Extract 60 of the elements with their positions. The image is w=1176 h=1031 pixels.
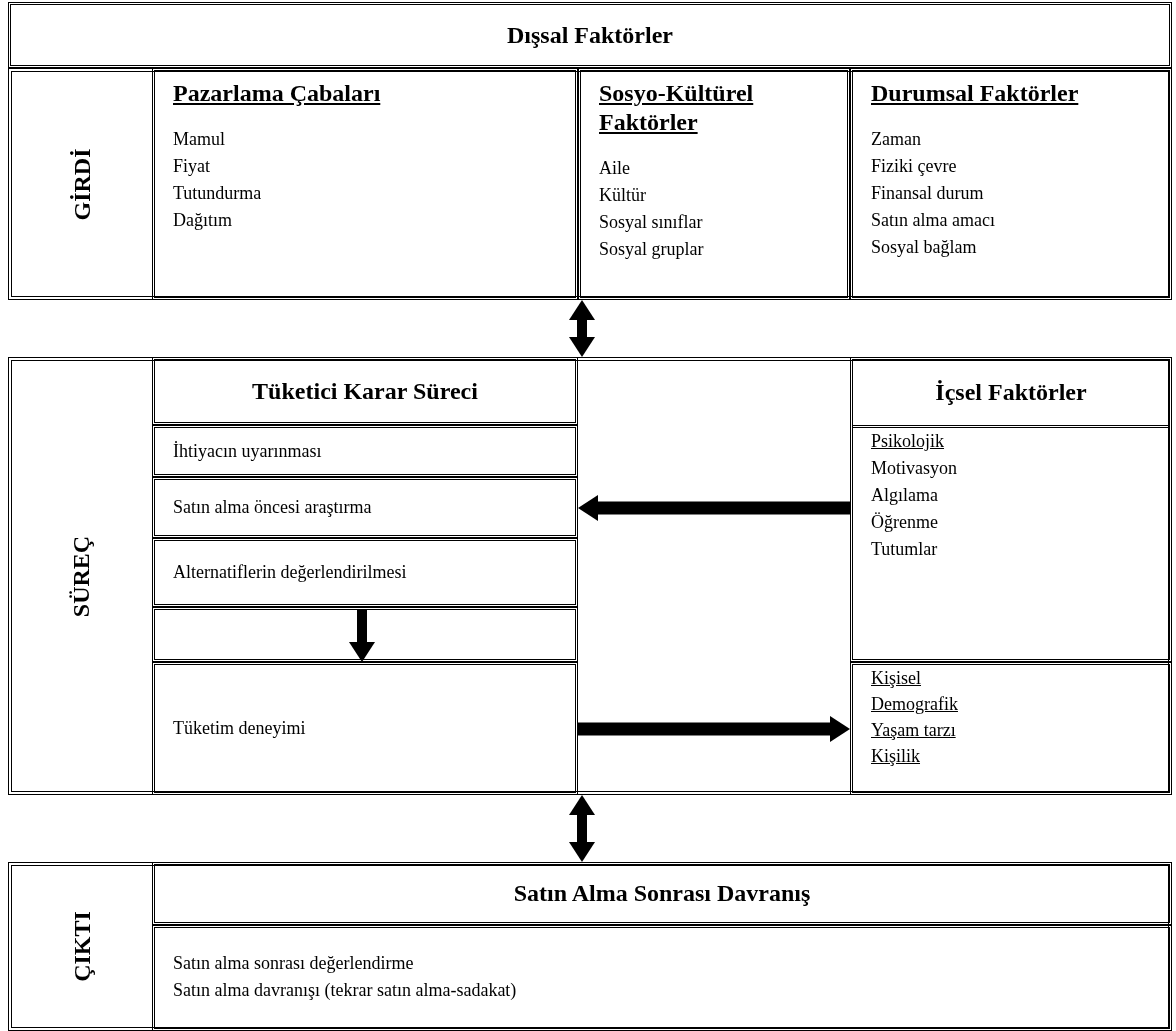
table-cell — [152, 477, 578, 538]
list-item: Sosyal sınıflar — [599, 211, 704, 234]
table-cell — [152, 68, 578, 300]
section-label: SÜREÇ — [68, 535, 96, 617]
table-cell — [850, 68, 1172, 300]
arrow — [349, 610, 375, 662]
cell-heading: Dışsal Faktörler — [507, 21, 673, 49]
section-row — [8, 357, 1172, 795]
empty-cell — [152, 607, 578, 662]
cell-heading: Satın Alma Sonrası Davranış — [513, 880, 811, 907]
section-label: GİRDİ — [68, 148, 96, 220]
arrow — [578, 495, 850, 521]
list-item: Demografik — [871, 693, 959, 716]
list-item: Fiziki çevre — [871, 155, 958, 178]
double-arrow — [569, 300, 595, 357]
list-item: Sosyal gruplar — [599, 238, 705, 261]
header-cell — [8, 2, 1172, 68]
table-cell — [152, 357, 578, 425]
table-cell — [578, 68, 850, 300]
table-cell — [152, 925, 1172, 1031]
list-item: Sosyal bağlam — [871, 236, 978, 259]
step-text: Alternatiflerin değerlendirilmesi — [173, 562, 407, 583]
cell-heading: Pazarlama Çabaları — [173, 79, 382, 108]
list-item: Yaşam tarzı — [871, 719, 957, 742]
table-cell — [152, 662, 578, 795]
list-item: Zaman — [871, 128, 922, 151]
list-item: Dağıtım — [173, 209, 233, 232]
list-item: Kişilik — [871, 745, 921, 768]
section-row — [8, 68, 1172, 300]
list-item: Satın alma davranışı (tekrar satın alma-sadakat) — [173, 979, 518, 1002]
section-row — [8, 862, 1172, 1031]
table-cell — [152, 862, 1172, 925]
list-item: Motivasyon — [871, 457, 957, 480]
list-item: Öğrenme — [871, 511, 939, 534]
list-item: Fiyat — [173, 155, 211, 178]
list-item: Algılama — [871, 484, 939, 507]
cell-heading: İçsel Faktörler — [935, 379, 1087, 406]
table-cell — [850, 357, 1172, 662]
list-item: Satın alma amacı — [871, 209, 996, 232]
double-arrow — [569, 795, 595, 862]
list-item: Psikolojik — [871, 430, 946, 453]
table-cell — [850, 662, 1172, 795]
list-item: Kültür — [599, 184, 647, 207]
cell-heading: Tüketici Karar Süreci — [252, 377, 478, 405]
table-cell — [152, 425, 578, 477]
list-item: Satın alma sonrası değerlendirme — [173, 952, 415, 975]
arrow — [578, 716, 850, 742]
list-item: Tutundurma — [173, 182, 263, 205]
list-item: Tutumlar — [871, 538, 939, 561]
step-text: Tüketim deneyimi — [173, 718, 306, 739]
cell-heading: Sosyo-Kültürel Faktörler — [599, 79, 755, 137]
list-item: Kişisel — [871, 667, 922, 690]
table-cell — [152, 538, 578, 607]
list-item: Aile — [599, 157, 631, 180]
section-label: ÇIKTI — [68, 911, 96, 982]
cell-heading: Durumsal Faktörler — [871, 79, 1080, 108]
step-text: İhtiyacın uyarınması — [173, 440, 322, 462]
step-text: Satın alma öncesi araştırma — [173, 497, 372, 518]
list-item: Finansal durum — [871, 182, 985, 205]
list-item: Mamul — [173, 128, 226, 151]
